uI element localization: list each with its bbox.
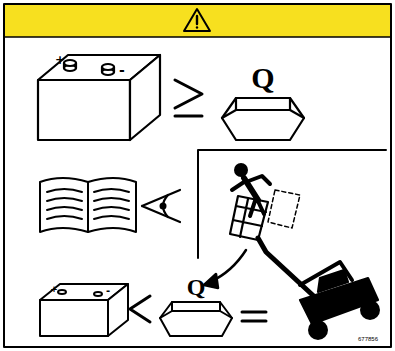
manual-book	[40, 178, 136, 232]
part-number: 677856	[358, 336, 378, 342]
terminal-mark: -	[119, 63, 125, 77]
eye-symbol	[142, 190, 180, 222]
divider-line	[198, 150, 386, 258]
tip-arrow	[204, 250, 246, 288]
equals-sign	[242, 312, 266, 321]
battery-icon	[38, 55, 160, 140]
greater-equal-sign	[175, 80, 202, 116]
load-symbol: Q	[251, 63, 274, 93]
warning-triangle	[184, 9, 210, 31]
load-symbol: Q	[187, 275, 206, 299]
weight-icon	[160, 302, 232, 336]
terminal-mark: -	[106, 286, 110, 296]
weight-icon	[222, 98, 304, 140]
terminal-mark: +	[55, 54, 65, 66]
yellow-band	[5, 5, 390, 37]
terminal-mark: +	[50, 285, 58, 294]
terminal-mark: +	[55, 54, 65, 66]
load-symbol: Q	[251, 63, 274, 93]
terminal-mark: +	[50, 285, 58, 294]
terminal-mark: -	[119, 63, 125, 77]
part-number: 677856	[358, 336, 378, 342]
battery-icon	[40, 284, 128, 336]
label-frame	[4, 4, 391, 347]
load-symbol: Q	[187, 275, 206, 299]
less-than-sign	[130, 296, 150, 322]
boom-lift	[230, 163, 380, 340]
terminal-mark: -	[106, 286, 110, 296]
